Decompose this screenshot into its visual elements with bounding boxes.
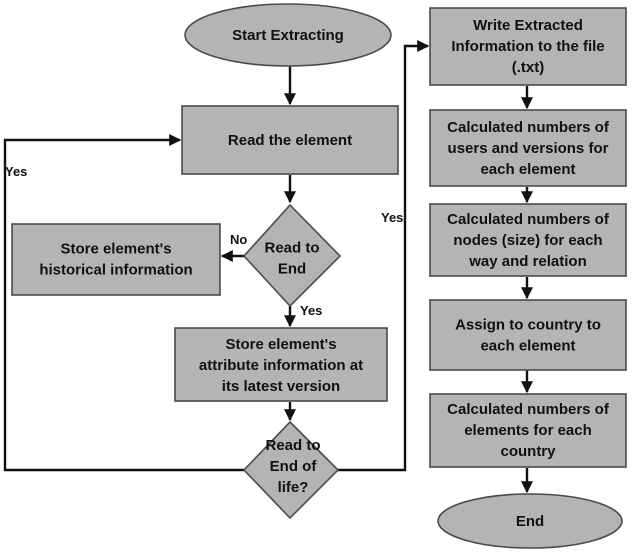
node-line: historical information [39, 262, 192, 279]
node-line: attribute information at [199, 357, 363, 374]
nodes: Start Extracting Read the element Store … [11, 3, 627, 549]
store-attribute-label: Store element's attribute information at i… [199, 336, 363, 395]
node-line: elements for each [464, 422, 592, 439]
node-line: Calculated numbers of [447, 211, 610, 228]
read-to-end-label: Read to End [264, 240, 319, 278]
store-history-box [11, 223, 221, 296]
write-file-box [429, 7, 627, 86]
read-to-end-of-life-decision [242, 420, 340, 520]
node-line: Read to [264, 240, 319, 257]
node-line: Calculated numbers of [447, 119, 610, 136]
calc-elements-country-box [429, 393, 627, 468]
read-to-end-of-life-label: Read to End of life? [265, 437, 320, 496]
edge-loop-back-yes [3, 134, 244, 472]
start-label: Start Extracting [232, 27, 344, 44]
read-element-label: Read the element [228, 132, 352, 149]
node-line: Assign to country to [455, 317, 601, 334]
node-line: Write Extracted [473, 17, 583, 34]
edge-label-yes-exit: Yes [381, 210, 403, 225]
assign-country-box [429, 299, 627, 371]
node-line: each element [480, 338, 575, 355]
edge-label-yes-decision1: Yes [300, 303, 322, 318]
edge-label-yes-loop: Yes [5, 164, 27, 179]
store-history-label: Store element's historical information [39, 241, 192, 279]
edge-decision2-to-write [338, 40, 430, 472]
assign-country-label: Assign to country to each element [455, 317, 601, 355]
node-line: each element [480, 161, 575, 178]
node-line: Calculated numbers of [447, 401, 610, 418]
edges [3, 40, 533, 494]
node-line: way and relation [468, 253, 587, 270]
node-line: nodes (size) for each [453, 232, 602, 249]
calc-nodes-size-label: Calculated numbers of nodes (size) for ea… [447, 211, 610, 270]
end-terminal [437, 493, 623, 549]
node-line: Information to the file [451, 38, 604, 55]
start-terminal [184, 3, 392, 67]
node-line: End [278, 261, 306, 278]
node-line: country [500, 443, 556, 460]
node-line: Read to [265, 437, 320, 454]
node-line: Store element's [225, 336, 336, 353]
read-element-box [181, 105, 399, 175]
calc-users-versions-box [429, 109, 627, 187]
calc-elements-country-label: Calculated numbers of elements for each co… [447, 401, 610, 460]
calc-nodes-size-box [429, 203, 627, 277]
edge-labels: No Yes Yes Yes [5, 164, 403, 318]
node-line: life? [278, 479, 309, 496]
node-line: Read the element [228, 132, 352, 149]
calc-users-versions-label: Calculated numbers of users and versions … [447, 119, 610, 178]
node-line: its latest version [222, 378, 340, 395]
node-line: Store element's [60, 241, 171, 258]
node-line: End [516, 513, 544, 530]
read-to-end-decision [242, 203, 342, 308]
node-line: users and versions for [448, 140, 609, 157]
node-line: End of [270, 458, 318, 475]
store-attribute-box [174, 327, 388, 402]
node-line: Start Extracting [232, 27, 344, 44]
node-line: (.txt) [512, 59, 545, 76]
edge-label-no: No [230, 232, 247, 247]
end-label: End [516, 513, 544, 530]
